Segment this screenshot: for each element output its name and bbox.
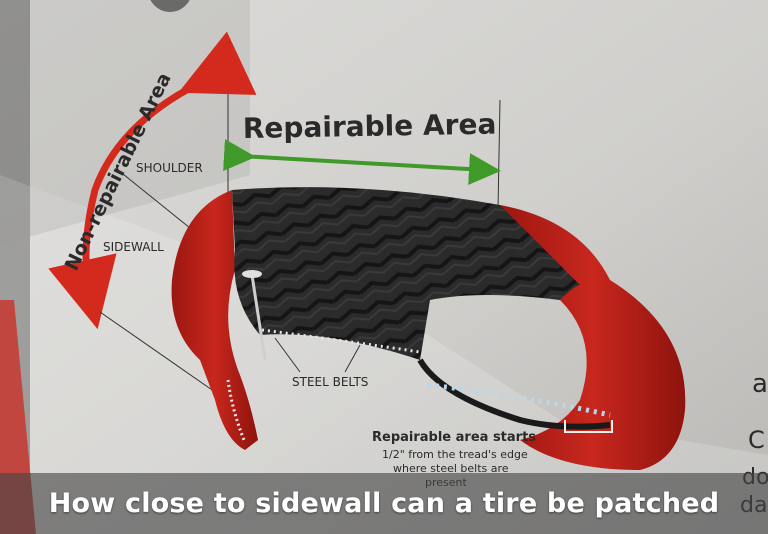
nail-head xyxy=(242,270,262,278)
steel-belts-leader xyxy=(274,337,301,373)
tire-cross-section xyxy=(171,187,686,470)
nail xyxy=(250,274,267,361)
top-left-object xyxy=(150,0,190,12)
nonrepairable-arrow xyxy=(48,31,257,330)
steel-belt-line-right xyxy=(427,382,611,418)
inner-liner xyxy=(417,358,611,430)
steel-belts-label: STEEL BELTS xyxy=(292,375,368,389)
caption-title: How close to sidewall can a tire be patc… xyxy=(48,488,720,519)
steel-belts-leader-2 xyxy=(344,344,361,373)
sidewall-leader xyxy=(99,311,216,393)
steel-belt-line xyxy=(261,328,421,354)
right-edge-text-1: a xyxy=(752,369,768,399)
caption-bar: How close to sidewall can a tire be patc… xyxy=(0,473,768,534)
repairable-area-label: Repairable Area xyxy=(243,108,497,145)
left-sidewall xyxy=(171,190,258,450)
bead-dots xyxy=(226,379,246,441)
shoulder-label: SHOULDER xyxy=(136,161,203,175)
repair-start-line-1: 1/2" from the tread's edge xyxy=(382,448,528,461)
right-sidewall xyxy=(500,205,686,470)
repair-start-line-2: where steel belts are xyxy=(393,462,509,475)
tread xyxy=(232,187,580,360)
sidewall-label: SIDEWALL xyxy=(103,240,164,254)
repairable-arrow xyxy=(223,139,501,186)
repair-start-bracket xyxy=(564,420,613,433)
right-edge-text-2: C xyxy=(748,426,765,454)
shoulder-leader xyxy=(117,169,191,229)
repair-start-title: Repairable area starts xyxy=(372,430,536,445)
